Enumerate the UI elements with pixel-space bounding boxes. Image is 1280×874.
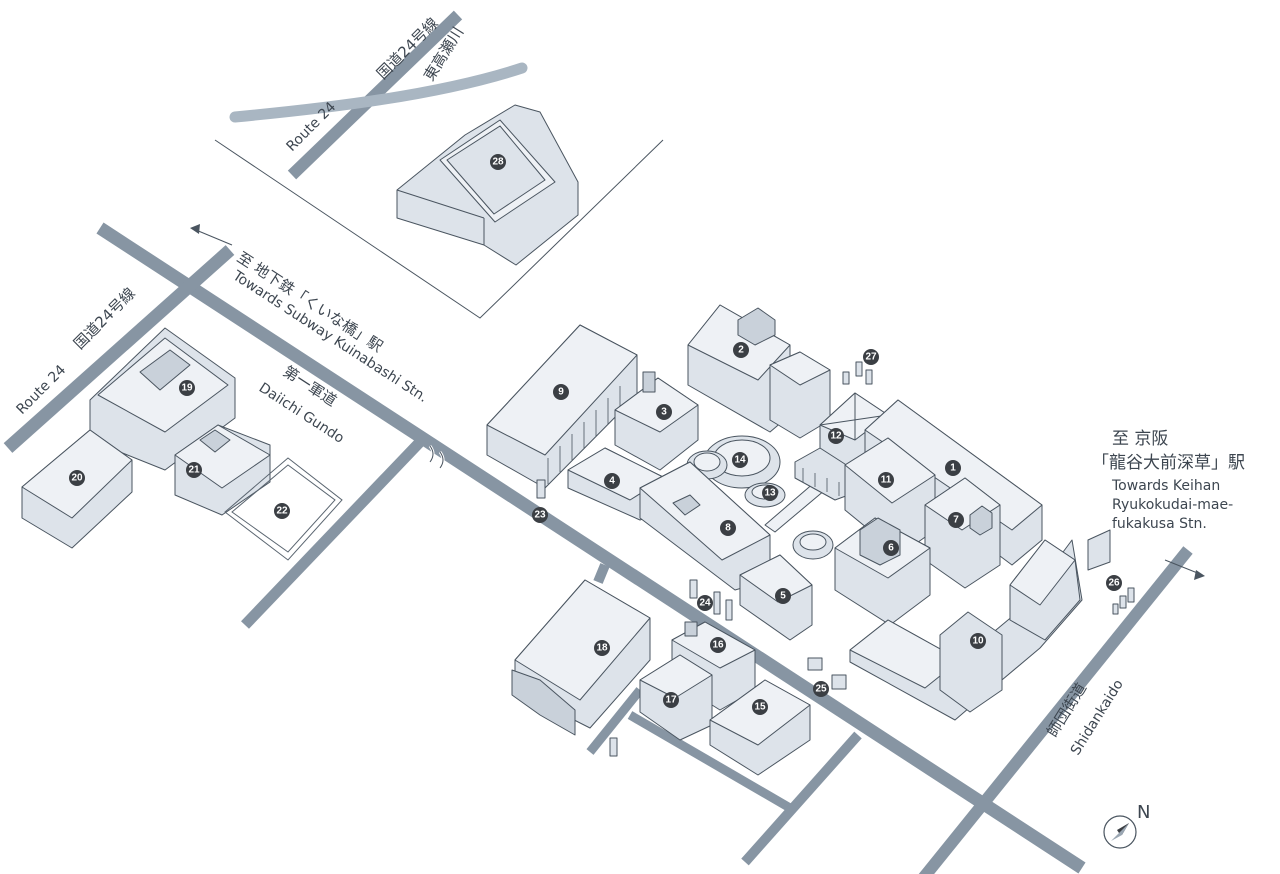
svg-text:6: 6 bbox=[888, 543, 894, 554]
keihan-en-label-3: fukakusa Stn. bbox=[1112, 516, 1207, 532]
marker-17[interactable]: 17 bbox=[663, 692, 679, 708]
building-19[interactable] bbox=[89, 327, 236, 471]
building-2[interactable] bbox=[687, 304, 831, 439]
marker-3[interactable]: 3 bbox=[656, 404, 672, 420]
svg-text:28: 28 bbox=[492, 157, 504, 168]
svg-text:27: 27 bbox=[865, 352, 877, 363]
svg-text:26: 26 bbox=[1108, 578, 1120, 589]
svg-text:2: 2 bbox=[738, 345, 744, 356]
subway-jp-label: 至 地下鉄「くいな橋」駅 bbox=[234, 248, 386, 356]
marker-25[interactable]: 25 bbox=[813, 681, 829, 697]
marker-15[interactable]: 15 bbox=[752, 699, 768, 715]
svg-text:1: 1 bbox=[950, 463, 956, 474]
svg-text:24: 24 bbox=[699, 598, 711, 609]
marker-7[interactable]: 7 bbox=[948, 512, 964, 528]
svg-text:23: 23 bbox=[534, 510, 546, 521]
svg-text:20: 20 bbox=[71, 473, 83, 484]
building-6[interactable] bbox=[834, 517, 931, 626]
marker-22[interactable]: 22 bbox=[274, 503, 290, 519]
marker-12[interactable]: 12 bbox=[828, 428, 844, 444]
side-road-a bbox=[593, 563, 610, 584]
svg-text:7: 7 bbox=[953, 515, 959, 526]
main-road bbox=[96, 222, 1086, 874]
svg-text:25: 25 bbox=[815, 684, 827, 695]
marker-6[interactable]: 6 bbox=[883, 540, 899, 556]
building-27[interactable] bbox=[842, 361, 873, 385]
keihan-jp-label-1: 至 京阪 bbox=[1112, 429, 1168, 449]
route24-left-en-label: Route 24 bbox=[14, 362, 70, 418]
small-post bbox=[609, 737, 618, 757]
marker-11[interactable]: 11 bbox=[878, 472, 894, 488]
building-24[interactable] bbox=[689, 579, 733, 621]
marker-20[interactable]: 20 bbox=[69, 470, 85, 486]
marker-23[interactable]: 23 bbox=[532, 507, 548, 523]
marker-5[interactable]: 5 bbox=[775, 588, 791, 604]
building-18[interactable] bbox=[511, 579, 651, 736]
marker-24[interactable]: 24 bbox=[697, 595, 713, 611]
building-22 bbox=[224, 457, 343, 561]
keihan-en-label-1: Towards Keihan bbox=[1111, 478, 1220, 494]
building-20[interactable] bbox=[21, 429, 133, 549]
marker-26[interactable]: 26 bbox=[1106, 575, 1122, 591]
svg-text:8: 8 bbox=[725, 523, 731, 534]
svg-text:15: 15 bbox=[754, 702, 766, 713]
marker-28[interactable]: 28 bbox=[490, 154, 506, 170]
marker-8[interactable]: 8 bbox=[720, 520, 736, 536]
building-markers: 1 2 3 4 5 6 7 8 9 10 11 12 13 14 15 16 1… bbox=[69, 154, 1122, 715]
side-road-d bbox=[741, 731, 862, 866]
marker-18[interactable]: 18 bbox=[594, 640, 610, 656]
svg-text:3: 3 bbox=[661, 407, 667, 418]
svg-text:22: 22 bbox=[276, 506, 288, 517]
marker-21[interactable]: 21 bbox=[186, 462, 202, 478]
svg-text:17: 17 bbox=[665, 695, 677, 706]
svg-text:13: 13 bbox=[764, 488, 776, 499]
direction-arrows bbox=[190, 224, 1205, 580]
svg-text:4: 4 bbox=[609, 476, 615, 487]
keihan-en-label-2: Ryukokudai-mae- bbox=[1112, 497, 1233, 513]
side-road-c bbox=[627, 711, 793, 812]
marker-2[interactable]: 2 bbox=[733, 342, 749, 358]
svg-text:10: 10 bbox=[972, 636, 984, 647]
svg-text:12: 12 bbox=[830, 431, 842, 442]
svg-text:18: 18 bbox=[596, 643, 608, 654]
building-10[interactable] bbox=[849, 529, 1111, 721]
svg-text:21: 21 bbox=[188, 465, 200, 476]
roads bbox=[3, 10, 1193, 874]
compass: N bbox=[1103, 802, 1150, 849]
svg-text:14: 14 bbox=[734, 455, 746, 466]
building-7[interactable] bbox=[924, 477, 1001, 589]
shidankaido-road bbox=[918, 546, 1193, 874]
route24-left-road bbox=[3, 245, 235, 453]
keihan-jp-label-2: 「龍谷大前深草」駅 bbox=[1092, 453, 1245, 473]
svg-text:16: 16 bbox=[712, 640, 724, 651]
building-3[interactable] bbox=[614, 371, 699, 471]
marker-10[interactable]: 10 bbox=[970, 633, 986, 649]
fountain bbox=[792, 530, 834, 560]
marker-14[interactable]: 14 bbox=[732, 452, 748, 468]
marker-1[interactable]: 1 bbox=[945, 460, 961, 476]
building-23[interactable] bbox=[536, 479, 546, 499]
svg-text:9: 9 bbox=[558, 387, 564, 398]
svg-text:5: 5 bbox=[780, 591, 786, 602]
compass-north-label: N bbox=[1137, 802, 1150, 823]
marker-4[interactable]: 4 bbox=[604, 473, 620, 489]
marker-9[interactable]: 9 bbox=[553, 384, 569, 400]
daiichi-gundo-road bbox=[241, 438, 424, 629]
boundary-top bbox=[214, 139, 664, 319]
building-8[interactable] bbox=[639, 461, 771, 591]
side-road-b bbox=[586, 687, 644, 755]
building-28[interactable] bbox=[396, 104, 579, 266]
svg-text:11: 11 bbox=[881, 475, 892, 486]
marker-16[interactable]: 16 bbox=[710, 637, 726, 653]
higashitakase-river bbox=[229, 62, 528, 123]
building-26[interactable] bbox=[1112, 587, 1135, 615]
svg-text:19: 19 bbox=[181, 383, 193, 394]
marker-27[interactable]: 27 bbox=[863, 349, 879, 365]
marker-13[interactable]: 13 bbox=[762, 485, 778, 501]
building-21[interactable] bbox=[174, 424, 271, 516]
marker-19[interactable]: 19 bbox=[179, 380, 195, 396]
building-25[interactable] bbox=[807, 657, 847, 690]
